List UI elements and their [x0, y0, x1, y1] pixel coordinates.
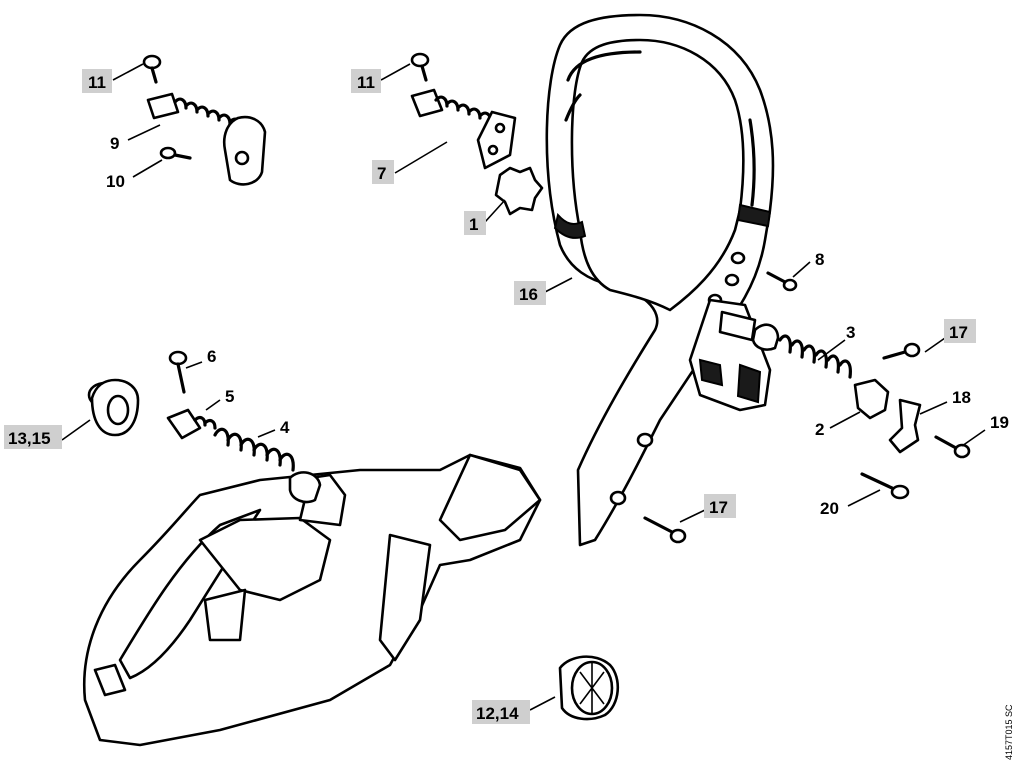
- callout-10: 10: [106, 172, 125, 191]
- leader-lines: [61, 63, 986, 711]
- screw-20: [860, 472, 910, 500]
- av-element-7: [410, 88, 517, 170]
- svg-text:2: 2: [815, 420, 824, 439]
- screw-19: [934, 435, 971, 459]
- callout-8: 8: [815, 250, 824, 269]
- callout-5: 5: [225, 387, 234, 406]
- star-nut-1: [494, 166, 544, 216]
- svg-text:3: 3: [846, 323, 855, 342]
- svg-text:16: 16: [519, 285, 538, 304]
- bushing-5: [166, 408, 217, 440]
- callout-13-15: 13,15: [4, 425, 62, 449]
- svg-text:11: 11: [88, 73, 106, 92]
- callout-1: 1: [464, 211, 486, 235]
- svg-text:12,14: 12,14: [476, 704, 519, 723]
- handlebar: [545, 13, 775, 547]
- screw-11-left: [142, 54, 162, 84]
- spring-seat: [288, 471, 322, 504]
- spring-3: [751, 323, 852, 379]
- svg-text:8: 8: [815, 250, 824, 269]
- svg-text:7: 7: [377, 164, 386, 183]
- callout-2: 2: [815, 420, 824, 439]
- svg-text:6: 6: [207, 347, 216, 366]
- callout-18: 18: [952, 388, 971, 407]
- bushing-2: [853, 378, 890, 420]
- svg-text:10: 10: [106, 172, 125, 191]
- callout-12-14: 12,14: [472, 700, 530, 724]
- svg-text:19: 19: [990, 413, 1009, 432]
- callout-4: 4: [280, 418, 290, 437]
- cap-13-15: [87, 378, 140, 437]
- callout-6: 6: [207, 347, 216, 366]
- svg-text:11: 11: [357, 73, 375, 92]
- svg-text:18: 18: [952, 388, 971, 407]
- screw-6: [168, 350, 188, 394]
- svg-text:17: 17: [709, 498, 728, 517]
- callout-17-bottom: 17: [704, 494, 736, 518]
- screw-17-bottom: [643, 516, 687, 544]
- screw-8: [766, 271, 798, 292]
- svg-text:5: 5: [225, 387, 234, 406]
- drawing-reference: 4157T015 SC: [1004, 704, 1014, 760]
- av-element-9: [146, 92, 267, 186]
- callout-9: 9: [110, 134, 119, 153]
- screw-10: [159, 146, 192, 160]
- svg-text:13,15: 13,15: [8, 429, 51, 448]
- svg-text:1: 1: [469, 215, 478, 234]
- callout-3: 3: [846, 323, 855, 342]
- svg-text:9: 9: [110, 134, 119, 153]
- callout-16: 16: [514, 281, 546, 305]
- clip-18: [888, 398, 922, 454]
- svg-text:4: 4: [280, 418, 290, 437]
- screw-11-right: [410, 52, 430, 82]
- rear-handle-housing: [82, 453, 542, 747]
- callout-11-right: 11: [351, 69, 381, 93]
- callout-17-right: 17: [944, 319, 976, 343]
- callout-7: 7: [372, 160, 394, 184]
- spring-4: [213, 427, 295, 472]
- svg-text:17: 17: [949, 323, 968, 342]
- callout-20: 20: [820, 499, 839, 518]
- svg-text:20: 20: [820, 499, 839, 518]
- plug-12-14: [558, 655, 619, 721]
- callout-19: 19: [990, 413, 1009, 432]
- screw-17-right: [882, 342, 921, 360]
- callout-11-left: 11: [82, 69, 112, 93]
